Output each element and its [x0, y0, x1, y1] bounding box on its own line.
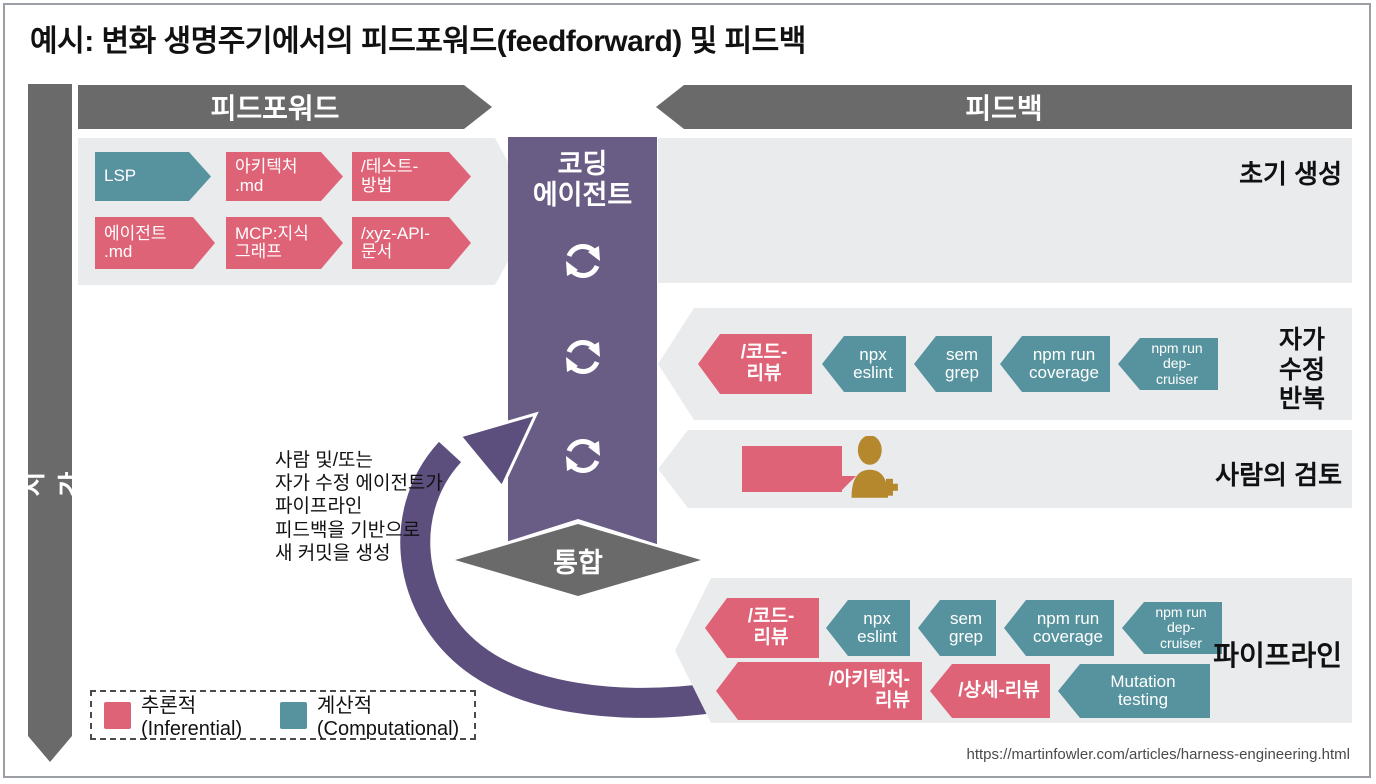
- refresh-icon: [565, 243, 600, 279]
- pipeline-arrow-code-review: /코드- 리뷰: [705, 598, 819, 658]
- input-arrow-test-method: /테스트- 방법: [352, 152, 471, 201]
- pipeline-arrow-npm-coverage: npm run coverage: [1004, 600, 1114, 656]
- coding-agent-column: 코딩 에이전트: [508, 137, 657, 545]
- person-plus-icon: [851, 436, 898, 498]
- legend-label-inferential: 추론적(Inferential): [141, 695, 243, 740]
- page-title: 예시: 변화 생명주기에서의 피드포워드(feedforward) 및 피드백: [30, 25, 806, 58]
- feedforward-banner-label: 피드포워드: [210, 93, 340, 124]
- speech-bubble-icon: [742, 446, 856, 492]
- annotation-text: 사람 및/또는 자가 수정 에이전트가 파이프라인 피드백을 기반으로 새 커밋…: [275, 450, 443, 564]
- legend: 추론적(Inferential) 계산적(Computational): [90, 690, 476, 740]
- input-arrow-agent-md: 에이전트 .md: [95, 217, 215, 269]
- input-arrow-mcp-knowledge-graph: MCP:지식 그래프: [226, 217, 343, 269]
- check-arrow-npm-coverage: npm run coverage: [1000, 336, 1110, 392]
- coding-agent-label: 코딩 에이전트: [532, 149, 633, 211]
- check-arrow-npm-dep-cruiser: npm run dep-cruiser: [1118, 338, 1218, 390]
- input-arrow-architecture-md: 아키텍처 .md: [226, 152, 343, 201]
- feedforward-banner: 피드포워드: [78, 85, 492, 129]
- input-arrow-lsp: LSP: [95, 152, 211, 201]
- source-url: https://martinfowler.com/articles/harnes…: [966, 746, 1351, 763]
- check-arrow-code-review: /코드- 리뷰: [698, 334, 812, 394]
- time-axis-label: 시간: [18, 471, 87, 497]
- pipeline-arrow-label: npm run dep-cruiser: [1155, 604, 1207, 651]
- initial-generation-band: [658, 138, 1352, 283]
- pipeline-arrow-detail-review: /상세-리뷰: [930, 664, 1050, 718]
- feedback-banner: 피드백: [656, 85, 1352, 129]
- input-arrow-xyz-api-docs: /xyz-API- 문서: [352, 217, 471, 269]
- feedback-banner-label: 피드백: [965, 93, 1043, 124]
- integration-label: 통합: [553, 547, 603, 578]
- check-arrow-label: npm run dep-cruiser: [1151, 340, 1203, 387]
- stage-label-pipeline: 파이프라인: [1213, 640, 1342, 671]
- legend-swatch-computational: [279, 701, 307, 729]
- refresh-icon: [565, 339, 600, 375]
- pipeline-arrow-architecture-review: /아키텍처- 리뷰: [716, 662, 922, 720]
- pipeline-arrow-npm-dep-cruiser: npm run dep-cruiser: [1122, 602, 1222, 654]
- integration-diamond: 통합: [455, 524, 701, 596]
- legend-swatch-inferential: [104, 701, 131, 729]
- stage-label-human-review: 사람의 검토: [1215, 460, 1342, 490]
- time-axis-arrow: 시간: [28, 84, 72, 762]
- stage-label-self-correction: 자가 수정 반복: [1278, 326, 1325, 413]
- refresh-icon: [565, 438, 600, 474]
- pipeline-arrow-mutation-testing: Mutation testing: [1058, 664, 1210, 718]
- stage-label-initial-generation: 초기 생성: [1239, 159, 1342, 189]
- legend-label-computational: 계산적(Computational): [316, 695, 460, 740]
